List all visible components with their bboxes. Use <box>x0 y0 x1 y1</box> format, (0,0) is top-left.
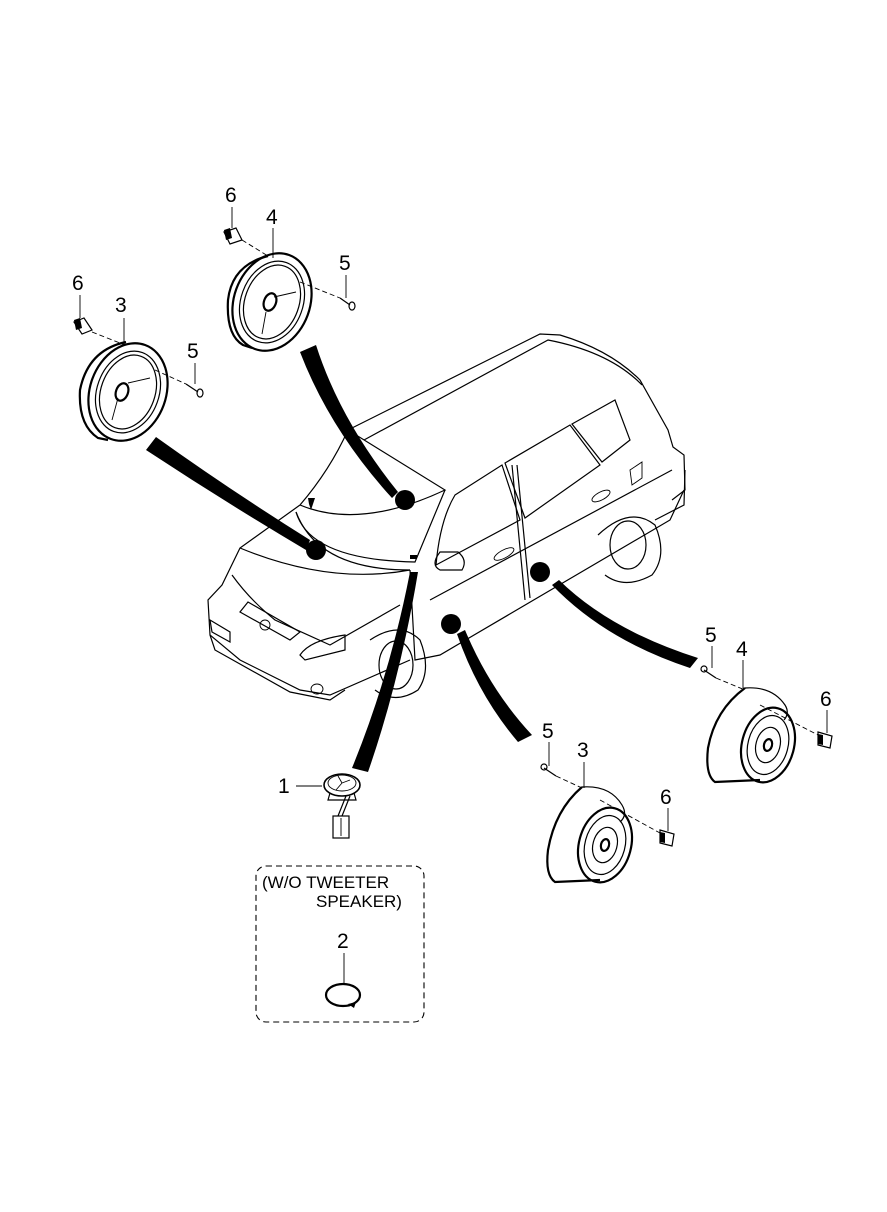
callout-6-rear-left-clip: 6 <box>225 184 237 207</box>
mount-points <box>306 490 550 634</box>
callout-1-tweeter: 1 <box>278 775 290 798</box>
vehicle-outline <box>207 333 686 701</box>
leader-band-front-door <box>457 630 532 742</box>
mount-point-front-left <box>306 540 326 560</box>
screw-icon <box>339 297 356 311</box>
note-line-1: (W/O TWEETER <box>262 873 389 892</box>
callout-2-tweeter-cover-label: 2 <box>337 930 349 953</box>
clip-icon <box>223 227 243 245</box>
variant-note-box: (W/O TWEETER SPEAKER) 2 <box>255 865 425 1023</box>
callout-6-front-left-clip: 6 <box>72 272 84 295</box>
callout-5-rear-left-screw: 5 <box>339 252 351 275</box>
speaker-rear-left: 6 4 5 <box>223 184 356 352</box>
callout-4-rear-door-speaker: 4 <box>736 638 748 661</box>
note-box-border <box>255 865 425 1023</box>
callout-4-rear-left-speaker: 4 <box>266 206 278 229</box>
callout-6-rear-door-clip: 6 <box>820 688 832 711</box>
leader-band-rear-door <box>552 580 698 668</box>
screw-icon <box>185 383 204 398</box>
speaker-rear-door: 5 4 6 <box>700 624 833 784</box>
callout-3-front-left-speaker: 3 <box>115 294 127 317</box>
callout-6-front-door-clip: 6 <box>660 786 672 809</box>
leader-band-front-left <box>146 437 310 550</box>
mount-point-front-door <box>441 614 461 634</box>
mount-point-rear-door <box>530 562 550 582</box>
clip-icon <box>817 731 833 749</box>
mount-point-rear-left <box>395 490 415 510</box>
callout-5-front-door-screw: 5 <box>542 720 554 743</box>
leader-band-tweeter <box>352 572 418 772</box>
screw-icon <box>700 665 717 679</box>
leader-bands <box>146 345 698 772</box>
tweeter: 1 <box>278 773 361 839</box>
callout-3-front-door-speaker: 3 <box>577 739 589 762</box>
speaker-front-door: 5 3 6 <box>540 720 675 884</box>
speaker-front-left: 6 3 5 <box>72 272 204 442</box>
callout-5-rear-door-screw: 5 <box>705 624 717 647</box>
clip-icon <box>73 317 93 335</box>
leader-band-rear-left <box>300 345 398 498</box>
clip-icon <box>659 829 675 847</box>
cover-ring-icon <box>324 982 362 1008</box>
screw-icon <box>540 763 557 777</box>
note-line-2: SPEAKER) <box>316 892 402 911</box>
callout-5-front-left-screw: 5 <box>187 340 199 363</box>
